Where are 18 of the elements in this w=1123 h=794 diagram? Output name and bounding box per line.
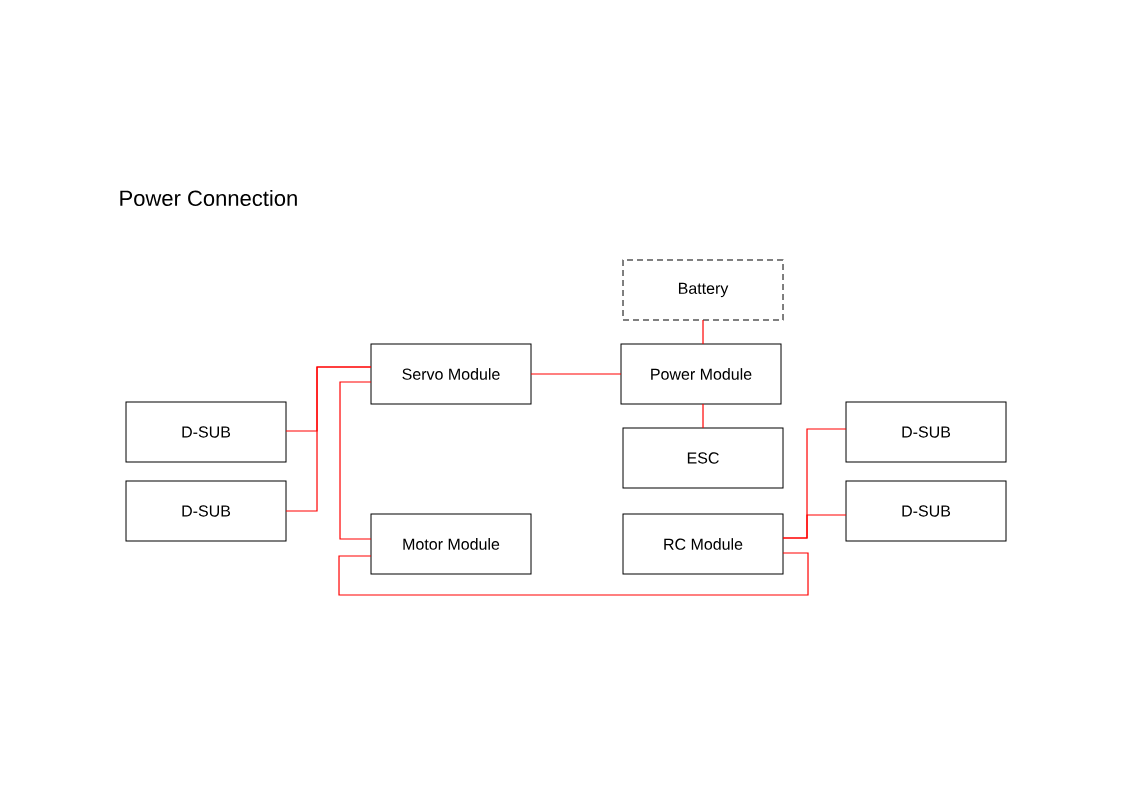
- module-box: Motor Module: [370, 513, 532, 575]
- module-box: D-SUB: [845, 480, 1007, 542]
- connector-line: [338, 552, 809, 596]
- module-box: D-SUB: [125, 480, 287, 542]
- module-box: D-SUB: [845, 401, 1007, 463]
- connector-line: [339, 381, 372, 540]
- dashed-box: Battery: [622, 259, 784, 321]
- module-box: D-SUB: [125, 401, 287, 463]
- connector-line: [782, 514, 847, 539]
- connector-line: [702, 319, 704, 345]
- connector-line: [285, 366, 372, 512]
- connector-line: [530, 373, 622, 375]
- module-box: Servo Module: [370, 343, 532, 405]
- title: Power Connection: [120, 189, 297, 207]
- connector-line: [702, 403, 704, 429]
- module-box: RC Module: [622, 513, 784, 575]
- module-box: Power Module: [620, 343, 782, 405]
- module-box: ESC: [622, 427, 784, 489]
